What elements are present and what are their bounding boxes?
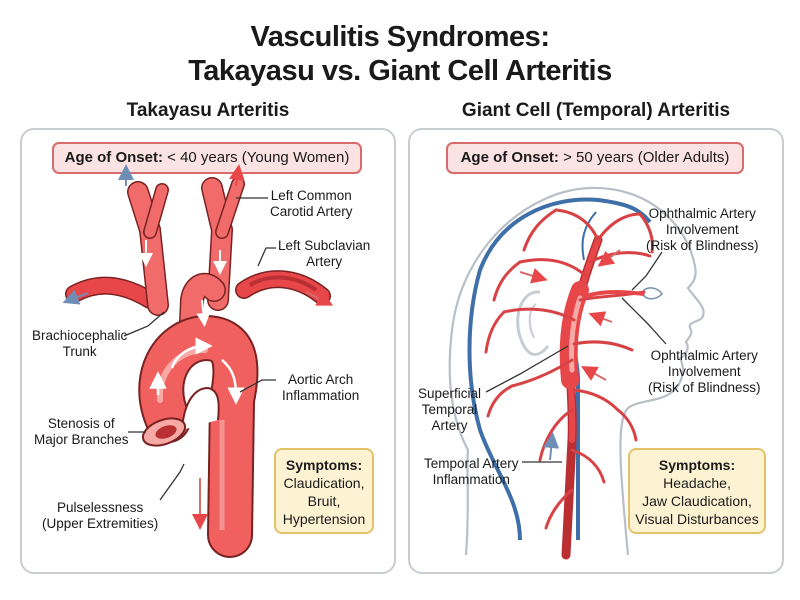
takayasu-age-of-onset: Age of Onset: < 40 years (Young Women) [52, 142, 362, 174]
symptom-item: Visual Disturbances [635, 511, 759, 527]
symptoms-heading: Symptoms: [658, 457, 736, 473]
onset-label: Age of Onset: [460, 149, 559, 166]
label-pulselessness: Pulselessness (Upper Extremities) [42, 500, 159, 531]
head-illustration [448, 186, 705, 560]
label-temporal-artery-inflammation: Temporal Artery Inflammation [424, 456, 519, 487]
gca-age-of-onset: Age of Onset: > 50 years (Older Adults) [446, 142, 744, 174]
symptom-item: Hypertension [282, 511, 366, 527]
label-ophthalmic-mid: Ophthalmic Artery Involvement (Risk of B… [648, 348, 761, 395]
symptoms-heading: Symptoms: [285, 457, 363, 473]
takayasu-symptoms-box: Symptoms: Claudication, Bruit, Hypertens… [274, 448, 374, 534]
onset-value: > 50 years (Older Adults) [563, 149, 730, 166]
gca-symptoms-box: Symptoms: Headache, Jaw Claudication, Vi… [628, 448, 766, 534]
aorta-illustration [62, 164, 334, 558]
label-superficial-temporal-artery: Superficial Temporal Artery [418, 386, 482, 433]
symptom-item: Bruit, [307, 493, 341, 509]
label-brachiocephalic-trunk: Brachiocephalic Trunk [32, 328, 128, 359]
label-stenosis: Stenosis of Major Branches [34, 416, 129, 447]
label-aortic-arch-inflammation: Aortic Arch Inflammation [282, 372, 360, 403]
main-title-line-2: Takayasu vs. Giant Cell Arteritis [188, 55, 612, 87]
symptom-item: Claudication, [283, 475, 365, 491]
main-title-line-1: Vasculitis Syndromes: [250, 21, 550, 53]
symptom-item: Jaw Claudication, [642, 493, 752, 509]
label-ophthalmic-top: Ophthalmic Artery Involvement (Risk of B… [646, 206, 759, 253]
onset-label: Age of Onset: [64, 149, 163, 166]
symptom-item: Headache, [663, 475, 731, 491]
gca-heading: Giant Cell (Temporal) Arteritis [461, 100, 731, 121]
onset-value: < 40 years (Young Women) [167, 149, 350, 166]
label-left-subclavian: Left Subclavian Artery [278, 238, 371, 269]
takayasu-heading: Takayasu Arteritis [126, 100, 290, 121]
label-left-common-carotid: Left Common Carotid Artery [270, 188, 353, 219]
